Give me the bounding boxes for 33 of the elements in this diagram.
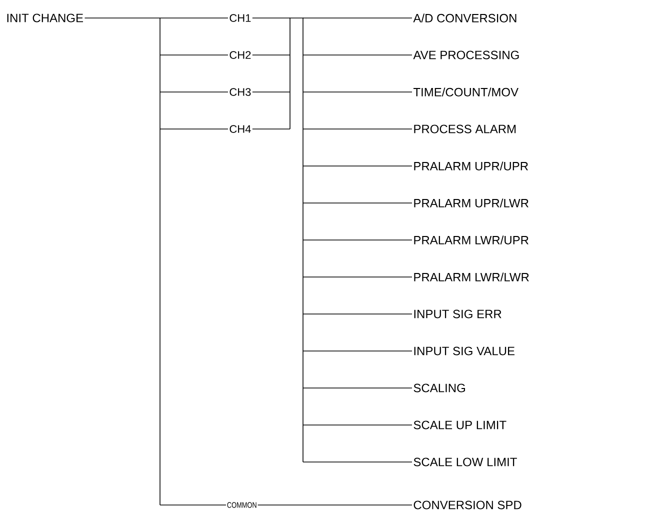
- tree-label: PRALARM LWR/UPR: [414, 236, 528, 244]
- tree-label: CH2: [230, 51, 251, 59]
- tree-label: CH3: [230, 88, 251, 96]
- connector-line: [302, 424, 412, 426]
- bracket-line: [290, 18, 304, 462]
- connector-line: [252, 54, 290, 56]
- tree-label: PRALARM UPR/LWR: [414, 198, 528, 208]
- connector-line: [302, 276, 412, 278]
- tree-label: PRALARM LWR/LWR: [414, 272, 529, 282]
- tree-label: TIME/COUNT/MOV: [413, 88, 518, 96]
- tree-label: PRALARM UPR/UPR: [414, 162, 528, 170]
- connector-line: [160, 504, 226, 506]
- connector-line: [257, 504, 412, 506]
- tree-label: CH4: [230, 125, 251, 133]
- tree-label: COMMON: [227, 502, 256, 508]
- connector-line: [302, 128, 412, 130]
- tree-label: CONVERSION SPD: [414, 500, 522, 510]
- connector-line: [160, 128, 228, 130]
- tree-label: CH1: [230, 14, 251, 22]
- tree-label: PROCESS ALARM: [414, 124, 516, 134]
- connector-line: [302, 350, 412, 352]
- tree-label: SCALE UP LIMIT: [414, 420, 506, 430]
- connector-line: [252, 128, 290, 130]
- tree-label: SCALING: [414, 384, 465, 392]
- tree-label: INPUT SIG ERR: [414, 310, 502, 318]
- tree-label: INPUT SIG VALUE: [414, 346, 514, 356]
- connector-line: [302, 202, 412, 204]
- connector-line: [302, 54, 412, 56]
- tree-label: AVE PROCESSING: [413, 50, 519, 60]
- connector-line: [160, 54, 228, 56]
- tree-label: SCALE LOW LIMIT: [414, 458, 517, 466]
- tree-label: A/D CONVERSION: [413, 14, 516, 22]
- tree-label: INIT CHANGE: [7, 14, 83, 22]
